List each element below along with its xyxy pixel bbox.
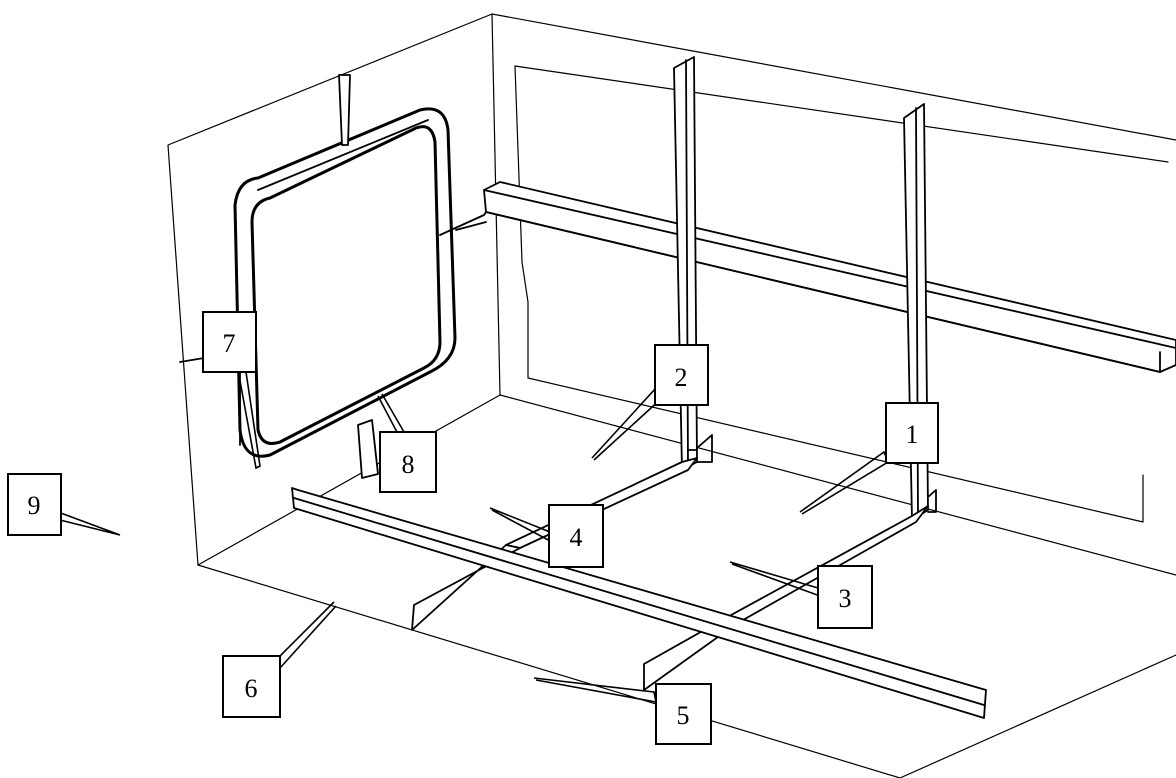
callout-9: 9 <box>7 473 121 536</box>
callout-8: 8 <box>377 393 437 493</box>
front-floor-beam <box>291 487 987 719</box>
callout-7: 7 <box>202 311 261 470</box>
callout-9-label: 9 <box>28 491 41 520</box>
callout-8-label: 8 <box>402 450 415 479</box>
room-floor-right-edge <box>899 654 1176 778</box>
callout-5-label: 5 <box>677 701 690 730</box>
room-left-wall <box>167 13 1176 566</box>
callout-2-label: 2 <box>675 363 688 392</box>
callout-2: 2 <box>591 344 709 461</box>
callout-1: 1 <box>799 402 939 515</box>
door-top-handle <box>338 74 351 146</box>
callout-6: 6 <box>222 601 337 718</box>
callout-4-label: 4 <box>570 523 583 552</box>
callout-7-label: 7 <box>223 329 236 358</box>
door-outer-frame <box>233 107 457 458</box>
back-beam <box>439 181 1176 373</box>
door-inner-frame <box>250 125 442 445</box>
back-wall-panel-bottom <box>521 261 1144 523</box>
room-floor-left-edge <box>197 394 501 566</box>
callout-3-label: 3 <box>839 584 852 613</box>
callout-1-label: 1 <box>906 420 919 449</box>
door-frame <box>179 74 457 479</box>
door-bottom-support <box>357 419 379 479</box>
room-floor-front-edge <box>197 564 901 778</box>
callout-5: 5 <box>533 677 712 745</box>
callout-3: 3 <box>729 561 873 629</box>
callout-4: 4 <box>489 504 604 568</box>
callout-6-label: 6 <box>245 674 258 703</box>
